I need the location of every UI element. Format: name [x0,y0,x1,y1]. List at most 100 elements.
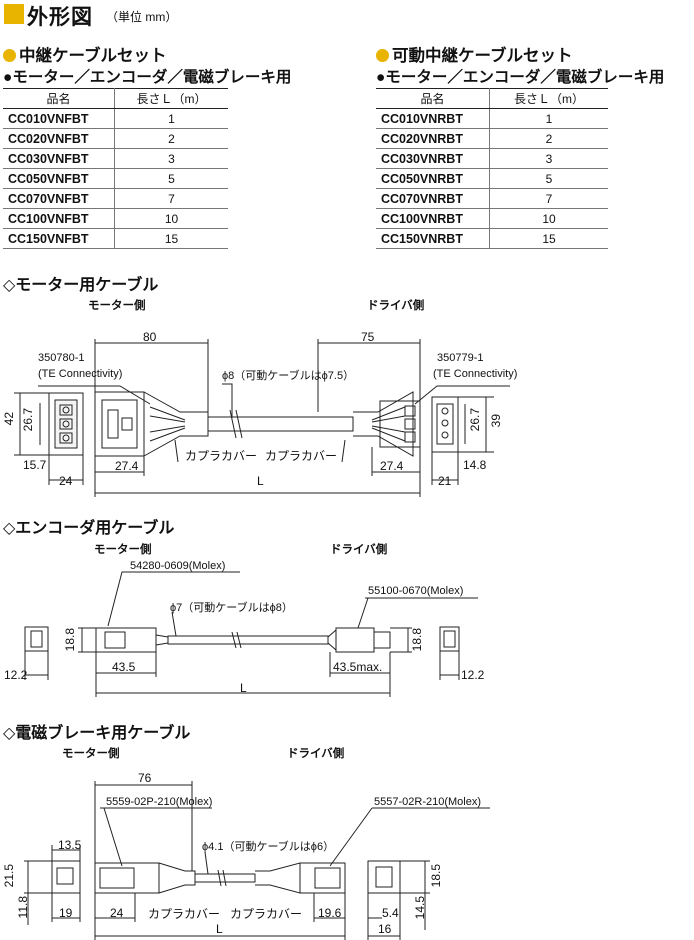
table1-col-name: 品名 [3,88,115,109]
encoder-cable-drawing [24,571,478,697]
dim-15-7: 15.7 [23,458,47,472]
motor-left-end-view [48,392,84,456]
table2-title: 可動中継ケーブルセット [376,42,573,66]
brake-right-connector-label: 5557-02R-210(Molex) [374,796,481,808]
length-value: 7 [114,188,228,209]
brake-left-connector-label: 5559-02P-210(Molex) [106,796,213,808]
table2-col-name: 品名 [376,88,490,109]
motor-cable-title: ◇モーター用ケーブル [3,277,159,294]
dim-19-6: 19.6 [318,906,342,920]
length-value: 2 [114,128,228,149]
dim-26-7-left: 26.7 [21,408,35,432]
bullet-dot-icon [3,49,16,62]
length-value: 5 [114,168,228,189]
dim-12-2-right: 12.2 [461,668,485,682]
part-number: CC070VNFBT [3,188,115,209]
part-number: CC070VNRBT [376,188,490,209]
part-number: CC150VNRBT [376,228,490,249]
length-value: 7 [489,188,608,209]
dim-18-8-left: 18.8 [63,628,77,652]
motor-left-connector-maker: (TE Connectivity) [38,368,123,380]
brake-driver-side-label: ドライバ側 [287,748,345,760]
dim-18-8-right: 18.8 [410,628,424,652]
encoder-cable-title: ◇エンコーダ用ケーブル [3,520,175,537]
dim-43-5-max: 43.5max. [333,660,383,674]
dim-26-7-right: 26.7 [468,408,482,432]
part-number: CC030VNFBT [3,148,115,169]
coupler-cover-left: カプラカバー [185,449,258,463]
dim-16: 16 [378,922,392,936]
brake-dim-24: 24 [110,906,124,920]
encoder-left-end-view [24,626,49,652]
page-title: 外形図 [27,6,93,29]
part-number: CC100VNFBT [3,208,115,229]
table2-title-text: 可動中継ケーブルセット [392,47,573,65]
part-number: CC050VNFBT [3,168,115,189]
encoder-cable-body [167,635,329,645]
dim-21: 21 [438,474,452,488]
table1-title: 中継ケーブルセット [3,42,167,66]
dim-27-4-left: 27.4 [115,459,139,473]
motor-cable-drawing [14,339,510,497]
encoder-right-end-view [439,626,460,652]
brake-right-connector [299,862,346,894]
part-number: CC010VNRBT [376,108,490,129]
brake-left-end-view [51,860,81,894]
dim-76: 76 [138,771,152,785]
length-value: 2 [489,128,608,149]
motor-left-connector [94,391,145,457]
dim-43-5: 43.5 [112,660,136,674]
motor-cable-diameter: ϕ8（可動ケーブルはϕ7.5） [222,370,355,382]
brake-coupler-cover-right: カプラカバー [230,907,303,921]
length-value: 10 [114,208,228,229]
brake-length-L: L [216,922,223,936]
brake-left-connector [94,862,160,894]
dim-21-5: 21.5 [2,864,16,888]
motor-right-connector [379,400,421,448]
dim-19: 19 [59,906,73,920]
dim-12-2-left: 12.2 [4,668,28,682]
motor-cable-body [207,416,354,432]
length-value: 5 [489,168,608,189]
table1-col-len: 長さＬ（m） [114,88,228,109]
encoder-motor-side-label: モーター側 [94,544,152,556]
header-marker [4,4,24,24]
motor-side-label: モーター側 [88,300,146,312]
part-number: CC100VNRBT [376,208,490,229]
length-value: 1 [489,108,608,129]
length-value: 1 [114,108,228,129]
table2-col-len: 長さＬ（m） [489,88,608,109]
dim-75: 75 [361,330,375,344]
brake-right-end-view [367,860,401,894]
dim-39: 39 [489,414,503,428]
motor-left-connector-label: 350780-1 [38,352,85,364]
length-L: L [257,474,264,488]
dim-5-4: 5.4 [382,906,399,920]
table1-subtitle: ●モーター／エンコーダ／電磁ブレーキ用 [3,69,292,86]
motor-right-end-view [431,396,459,453]
encoder-length-L: L [240,681,247,695]
length-value: 10 [489,208,608,229]
length-value: 15 [489,228,608,249]
dim-11-8: 11.8 [16,896,30,919]
dim-42: 42 [2,412,16,426]
dim-14-5: 14.5 [413,896,427,920]
part-number: CC020VNRBT [376,128,490,149]
brake-cable-drawing [24,781,490,940]
brake-coupler-cover-left: カプラカバー [148,907,221,921]
encoder-right-connector-label: 55100-0670(Molex) [368,585,464,597]
part-number: CC020VNFBT [3,128,115,149]
dim-24: 24 [59,474,73,488]
